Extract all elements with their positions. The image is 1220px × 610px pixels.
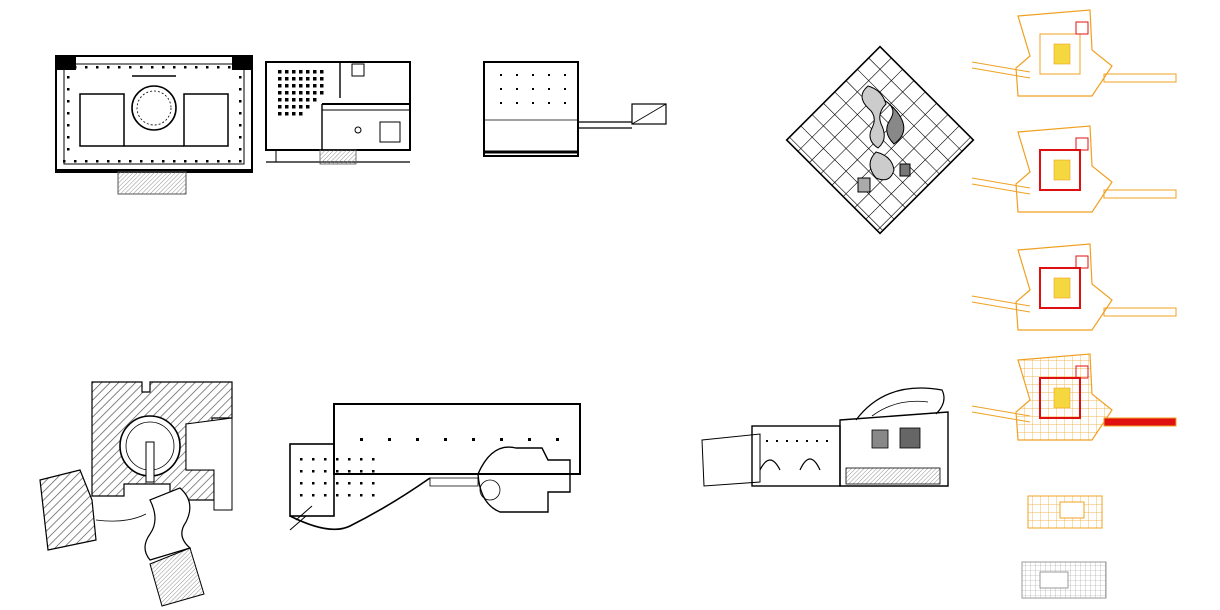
site-plan-3 [971,243,1177,331]
plan-neoclassical-museum [55,55,253,195]
site-plan-2 [971,125,1177,213]
plan-grid-court [265,61,411,165]
site-plan-4 [971,353,1177,441]
plan-curved-gallery [289,403,581,531]
plan-diamond-grid [785,45,975,235]
plan-hatched-rotunda [39,381,233,607]
site-plan-1 [971,9,1177,97]
site-plan-series [971,9,1177,599]
plan-historic-complex [701,387,949,487]
plan-long-pavilion [483,61,667,157]
